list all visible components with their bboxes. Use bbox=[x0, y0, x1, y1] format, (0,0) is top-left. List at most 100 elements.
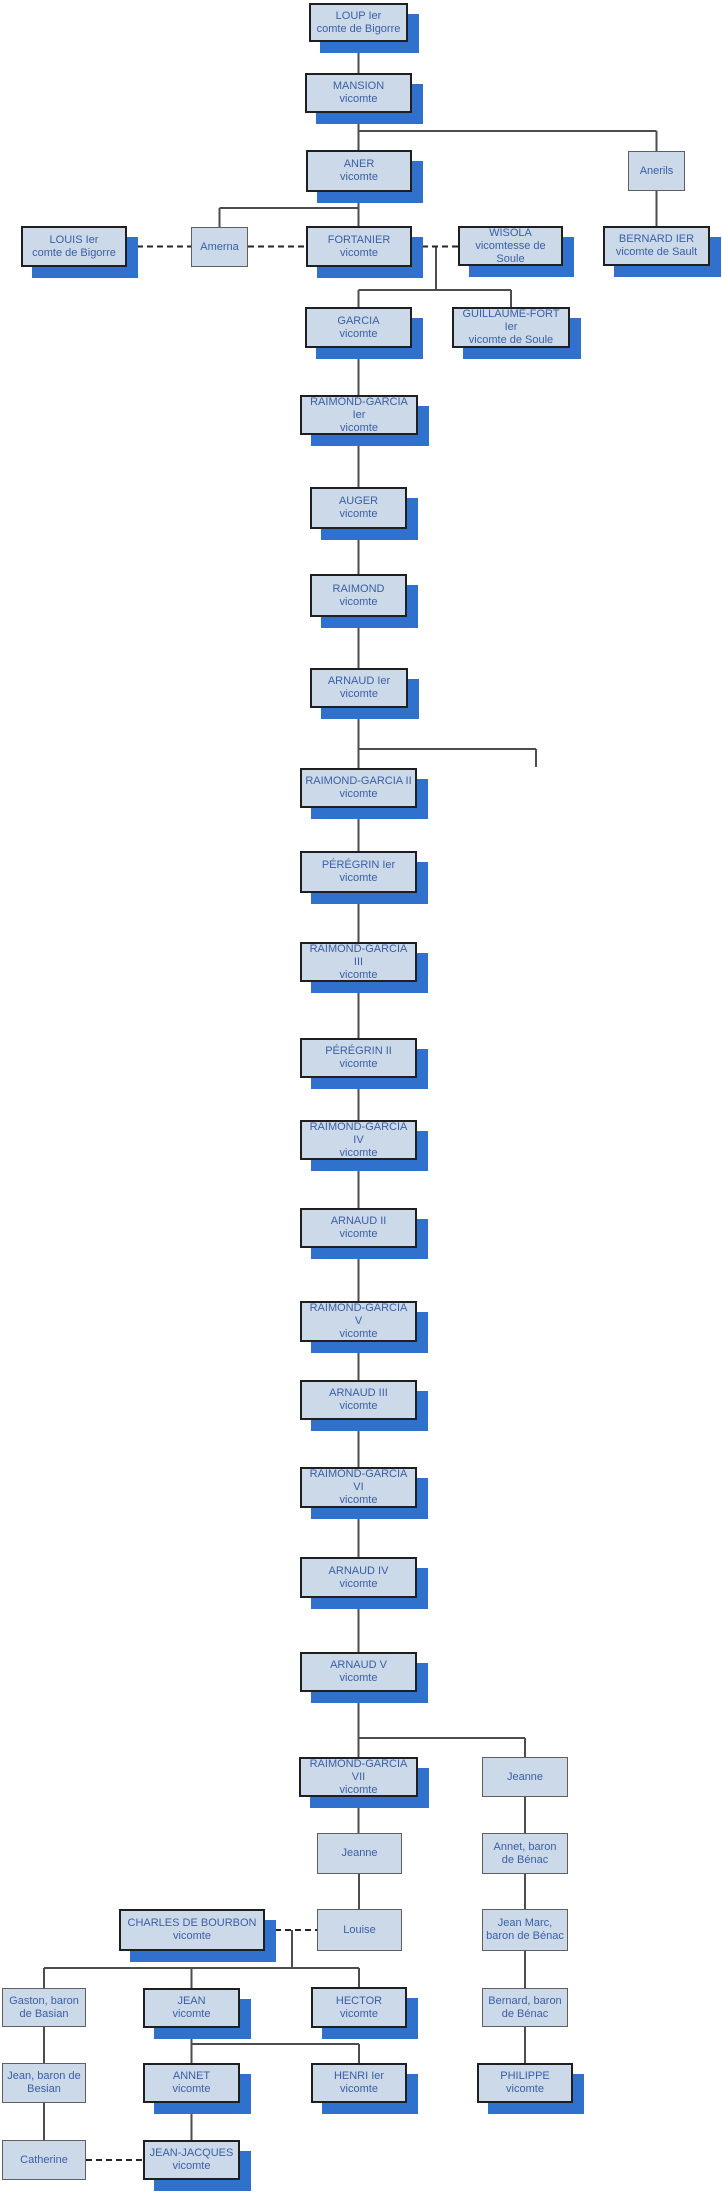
person-name: JEAN-JACQUES bbox=[149, 2147, 234, 2159]
person-name: ANNET bbox=[172, 2070, 211, 2082]
person-box-raimond-garcia-5[interactable]: RAIMOND-GARCIA V vicomte bbox=[300, 1301, 417, 1342]
person-title: vicomte bbox=[339, 327, 378, 340]
person-title: vicomte bbox=[339, 508, 378, 520]
person-name: ANER bbox=[343, 158, 375, 170]
person-box-raimond-garcia-2[interactable]: RAIMOND-GARCIA II vicomte bbox=[300, 768, 417, 808]
person-box-jeanne-benac[interactable]: Jeanne bbox=[482, 1757, 568, 1797]
person-box-philippe[interactable]: PHILIPPE vicomte bbox=[477, 2063, 573, 2103]
person-name: RAIMOND-GARCIA IV bbox=[309, 1120, 408, 1146]
person-box-anerils[interactable]: Anerils bbox=[628, 151, 685, 191]
person-name: JEAN bbox=[177, 1995, 206, 2007]
person-box-annet[interactable]: ANNET vicomte bbox=[143, 2063, 240, 2103]
person-box-wisola[interactable]: WISOLA vicomtesse de Soule bbox=[458, 226, 563, 266]
person-name: Catherine bbox=[20, 2153, 68, 2166]
person-name: HECTOR bbox=[335, 1994, 383, 2007]
person-box-peregrin-1[interactable]: PÉRÉGRIN Ier vicomte bbox=[300, 851, 417, 893]
person-box-auger[interactable]: AUGER vicomte bbox=[310, 487, 407, 529]
person-name: Jeanne bbox=[341, 1847, 378, 1859]
person-name: RAIMOND-GARCIA III bbox=[309, 942, 408, 968]
person-title: vicomte bbox=[339, 595, 378, 608]
person-title: vicomte bbox=[339, 1328, 378, 1340]
person-box-loup[interactable]: LOUP Ier comte de Bigorre bbox=[309, 3, 408, 42]
person-box-guillaume-fort[interactable]: GUILLAUME-FORT Ier vicomte de Soule bbox=[452, 307, 570, 348]
person-box-catherine[interactable]: Catherine bbox=[2, 2140, 86, 2180]
person-title: vicomte bbox=[339, 1494, 378, 1506]
person-box-jeanne[interactable]: Jeanne bbox=[317, 1833, 402, 1874]
person-name: Jeanne bbox=[506, 1770, 544, 1783]
person-name: LOUP Ier bbox=[335, 9, 382, 22]
person-box-raimond-garcia-3[interactable]: RAIMOND-GARCIA III vicomte bbox=[300, 942, 417, 982]
person-name: RAIMOND-GARCIA VII bbox=[309, 1757, 408, 1783]
person-box-peregrin-2[interactable]: PÉRÉGRIN II vicomte bbox=[300, 1038, 417, 1078]
person-box-charles-bourbon[interactable]: CHARLES DE BOURBON vicomte bbox=[119, 1909, 265, 1951]
person-title: vicomte bbox=[339, 1672, 378, 1684]
person-box-annet-benac[interactable]: Annet, baron de Bénac bbox=[482, 1833, 568, 1874]
person-title: vicomte bbox=[339, 1783, 378, 1796]
person-title: comte de Bigorre bbox=[316, 22, 401, 35]
person-box-raimond-garcia-6[interactable]: RAIMOND-GARCIA VI vicomte bbox=[300, 1467, 417, 1508]
person-name: Anerils bbox=[639, 164, 674, 177]
person-name: RAIMOND-GARCIA II bbox=[305, 775, 412, 787]
person-name: CHARLES DE BOURBON bbox=[127, 1917, 257, 1929]
person-name: MANSION bbox=[332, 80, 385, 92]
person-box-amerna[interactable]: Amerna bbox=[191, 227, 248, 267]
person-title: vicomte bbox=[339, 93, 378, 105]
person-box-arnaud-4[interactable]: ARNAUD IV vicomte bbox=[300, 1557, 417, 1598]
person-name: GUILLAUME-FORT Ier bbox=[462, 308, 560, 333]
person-name: PHILIPPE bbox=[500, 2070, 550, 2082]
person-name: RAIMOND-GARCIA VI bbox=[309, 1468, 408, 1493]
person-box-mansion[interactable]: MANSION vicomte bbox=[305, 73, 412, 113]
person-title: vicomte bbox=[339, 1228, 378, 1240]
person-box-arnaud-1[interactable]: ARNAUD Ier vicomte bbox=[310, 668, 408, 708]
person-box-jean-marc-benac[interactable]: Jean Marc, baron de Bénac bbox=[482, 1909, 568, 1951]
person-name: LOUIS Ier bbox=[49, 233, 99, 246]
person-name: FORTANIER bbox=[327, 233, 391, 246]
person-title: vicomtesse de Soule bbox=[475, 239, 546, 265]
person-name: PÉRÉGRIN II bbox=[325, 1045, 392, 1057]
person-title: vicomte bbox=[339, 968, 378, 981]
person-name: ARNAUD Ier bbox=[327, 675, 391, 687]
person-title: vicomte bbox=[340, 421, 378, 434]
person-title: vicomte bbox=[340, 171, 378, 183]
person-title: vicomte bbox=[339, 1146, 378, 1159]
person-box-raimond-garcia-4[interactable]: RAIMOND-GARCIA IV vicomte bbox=[300, 1120, 417, 1160]
person-name: RAIMOND-GARCIA Ier bbox=[310, 395, 408, 421]
person-name: Louise bbox=[343, 1923, 376, 1936]
descent-lines bbox=[43, 42, 658, 2140]
person-box-jean[interactable]: JEAN vicomte bbox=[143, 1988, 240, 2028]
person-box-henri-1[interactable]: HENRI Ier vicomte bbox=[311, 2063, 407, 2103]
person-box-raimond-garcia-7[interactable]: RAIMOND-GARCIA VII vicomte bbox=[299, 1757, 418, 1797]
person-box-arnaud-3[interactable]: ARNAUD III vicomte bbox=[300, 1380, 417, 1420]
person-box-bernard-benac[interactable]: Bernard, baron de Bénac bbox=[482, 1988, 568, 2027]
person-box-arnaud-2[interactable]: ARNAUD II vicomte bbox=[300, 1208, 417, 1248]
person-box-louis[interactable]: LOUIS Ier comte de Bigorre bbox=[21, 226, 127, 267]
person-box-raimond[interactable]: RAIMOND vicomte bbox=[310, 574, 407, 617]
person-title: vicomte de Sault bbox=[615, 246, 698, 258]
person-box-louise[interactable]: Louise bbox=[317, 1909, 402, 1951]
person-box-jean-jacques[interactable]: JEAN-JACQUES vicomte bbox=[143, 2140, 240, 2180]
person-name: Jean Marc, baron de Bénac bbox=[486, 1917, 564, 1942]
person-title: vicomte bbox=[340, 2007, 378, 2020]
person-name: HENRI Ier bbox=[333, 2070, 385, 2082]
person-box-gaston-basian[interactable]: Gaston, baron de Basian bbox=[2, 1988, 86, 2027]
person-name: RAIMOND-GARCIA V bbox=[309, 1302, 408, 1327]
person-name: AUGER bbox=[338, 495, 379, 507]
person-name: ARNAUD IV bbox=[328, 1564, 389, 1577]
person-box-hector[interactable]: HECTOR vicomte bbox=[311, 1987, 407, 2028]
person-box-bernard-ier[interactable]: BERNARD IER vicomte de Sault bbox=[603, 226, 710, 266]
person-title: vicomte bbox=[340, 2083, 378, 2095]
person-box-arnaud-5[interactable]: ARNAUD V vicomte bbox=[300, 1652, 417, 1692]
person-box-raimond-garcia-1[interactable]: RAIMOND-GARCIA Ier vicomte bbox=[300, 395, 418, 435]
marriage-dashed-lines bbox=[86, 245, 458, 2161]
person-name: Bernard, baron de Bénac bbox=[488, 1994, 562, 2020]
person-name: Amerna bbox=[200, 240, 239, 253]
person-box-garcia[interactable]: GARCIA vicomte bbox=[305, 307, 412, 348]
person-title: vicomte bbox=[339, 872, 378, 884]
person-box-jean-besian[interactable]: Jean, baron de Besian bbox=[2, 2063, 86, 2103]
person-name: Jean, baron de Besian bbox=[7, 2070, 81, 2095]
person-name: ARNAUD II bbox=[330, 1215, 387, 1227]
person-box-aner[interactable]: ANER vicomte bbox=[306, 150, 412, 192]
person-box-fortanier[interactable]: FORTANIER vicomte bbox=[306, 226, 412, 267]
person-name: Gaston, baron de Basian bbox=[9, 1994, 79, 2020]
